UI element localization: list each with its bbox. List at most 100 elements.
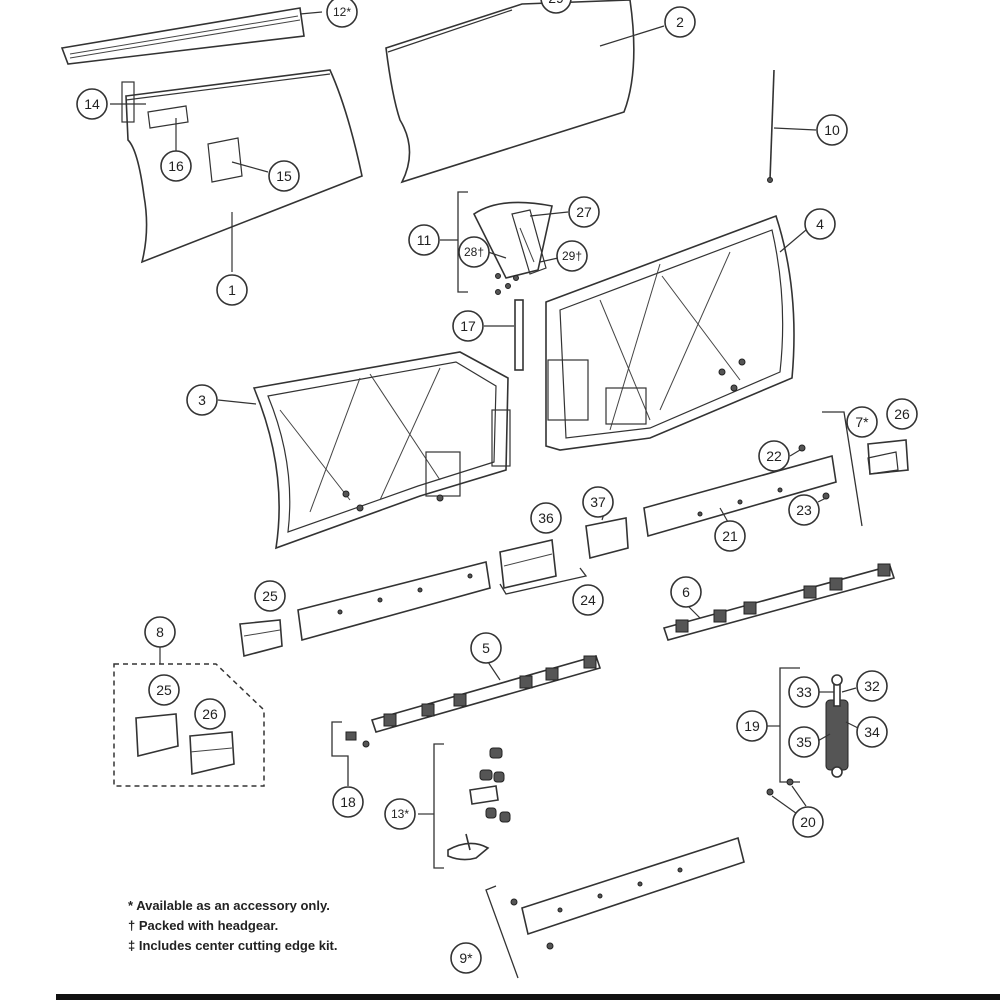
callout-34-label: 34 [864,724,880,740]
callout-33-label: 33 [796,684,812,700]
callout-6: 6 [670,576,702,608]
callout-8: 8 [144,616,176,648]
part-18-hardware [331,721,370,786]
callout-29-top-label: 29 [548,0,564,6]
callout-26-label: 26 [202,706,218,722]
callout-6-label: 6 [682,584,690,600]
callout-1: 1 [216,274,248,306]
callout-35: 35 [788,726,820,758]
callout-1-label: 1 [228,282,236,298]
part-10-rod [767,69,817,183]
callout-10: 10 [816,114,848,146]
part-13-hardware-kit [418,743,511,869]
callout-18: 18 [332,786,364,818]
callout-8-label: 8 [156,624,164,640]
callout-26-top: 26 [886,398,918,430]
left-cutting-edge [297,561,491,642]
callout-36: 36 [530,502,562,534]
callout-27-label: 27 [576,204,592,220]
callout-16-label: 16 [168,158,184,174]
callout-28-label: 28† [464,245,484,259]
part-24-bracket [499,567,588,595]
part-2-right-moldboard [385,0,665,184]
part-26-shoe-top [867,439,909,475]
part-12-top-strip [60,7,323,65]
callout-21: 21 [714,520,746,552]
callout-4: 4 [804,208,836,240]
part-36-center-edge [499,539,557,589]
callout-33: 33 [788,676,820,708]
callout-25-top: 25 [254,580,286,612]
note-headgear: † Packed with headgear. [128,918,279,933]
callout-14-label: 14 [84,96,100,112]
callout-15-label: 15 [276,168,292,184]
callout-32-label: 32 [864,678,880,694]
part-20-bolts [766,778,807,817]
callout-29-label: 29† [562,249,582,263]
callout-22: 22 [758,440,790,472]
callout-11: 11 [408,224,440,256]
callout-34: 34 [856,716,888,748]
callout-18-label: 18 [340,794,356,810]
part-37-center-edge [585,513,629,560]
callout-29: 29† [556,240,588,272]
callout-16: 16 [160,150,192,182]
callout-13-label: 13* [391,807,409,821]
part-17-pin [484,299,524,371]
part-9-edge-kit [485,836,745,979]
callout-25: 25 [148,674,180,706]
callout-24-label: 24 [580,592,596,608]
callout-7: 7* [846,406,878,438]
part-11-center-bracket [440,191,569,295]
callout-25-label: 25 [156,682,172,698]
part-1-left-moldboard [110,69,363,272]
callout-17: 17 [452,310,484,342]
callout-28: 28† [458,236,490,268]
part-25-shoe-top [239,619,283,658]
callout-26-top-label: 26 [894,406,910,422]
callout-22-label: 22 [766,448,782,464]
callout-12: 12* [326,0,358,28]
part-5-left-rail [370,655,602,733]
callout-24: 24 [572,584,604,616]
callout-35-label: 35 [796,734,812,750]
callout-5-label: 5 [482,640,490,656]
callout-14: 14 [76,88,108,120]
callout-27: 27 [568,196,600,228]
callout-4-label: 4 [816,216,824,232]
callout-17-label: 17 [460,318,476,334]
callout-7-label: 7* [855,414,869,430]
callout-13: 13* [384,798,416,830]
part-4-right-wing-frame [545,214,807,451]
callout-20: 20 [792,806,824,838]
callout-26: 26 [194,698,226,730]
part-21-cutting-edge-right [643,411,863,538]
callout-37-label: 37 [590,494,606,510]
callout-2: 2 [664,6,696,38]
part-8-shoe-kit [113,646,265,787]
callout-3-label: 3 [198,392,206,408]
callout-25-top-label: 25 [262,588,278,604]
callout-20-label: 20 [800,814,816,830]
callout-19-label: 19 [744,718,760,734]
part-6-right-rail [662,563,896,641]
callout-21-label: 21 [722,528,738,544]
footnotes: * Available as an accessory only. † Pack… [128,896,468,956]
callout-11-label: 11 [417,232,432,248]
callout-12-label: 12* [333,5,351,19]
callout-37: 37 [582,486,614,518]
note-accessory: * Available as an accessory only. [128,898,330,913]
part-3-left-wing-frame [217,351,511,550]
callout-9: 9* [450,942,482,974]
callout-15: 15 [268,160,300,192]
callout-2-label: 2 [676,14,684,30]
callout-5: 5 [470,632,502,664]
note-cutting-edge: ‡ Includes center cutting edge kit. [128,938,338,953]
callout-36-label: 36 [538,510,554,526]
callout-23: 23 [788,494,820,526]
callout-19: 19 [736,710,768,742]
footer-rule [56,994,1000,1000]
callout-9-label: 9* [459,950,473,966]
callout-32: 32 [856,670,888,702]
